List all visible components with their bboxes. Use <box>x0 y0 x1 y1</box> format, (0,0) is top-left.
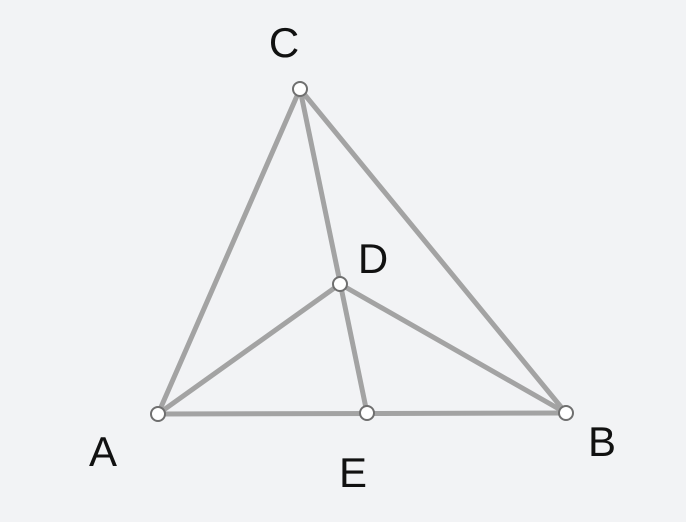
label-a: A <box>89 428 117 475</box>
labels-group: C D A E B <box>89 19 616 496</box>
label-b: B <box>588 418 616 465</box>
point-a[interactable] <box>150 406 166 422</box>
points-group <box>150 81 574 422</box>
label-e: E <box>339 449 367 496</box>
segment-ad <box>155 281 343 417</box>
segment-ce <box>297 86 370 416</box>
point-b[interactable] <box>558 405 574 421</box>
label-c: C <box>269 19 299 66</box>
point-d[interactable] <box>332 276 348 292</box>
segment-db <box>337 281 569 416</box>
segment-ca <box>155 86 303 417</box>
label-d: D <box>358 235 388 282</box>
segments-group <box>155 86 569 417</box>
point-e[interactable] <box>359 405 375 421</box>
segment-bc <box>297 86 569 416</box>
point-c[interactable] <box>292 81 308 97</box>
